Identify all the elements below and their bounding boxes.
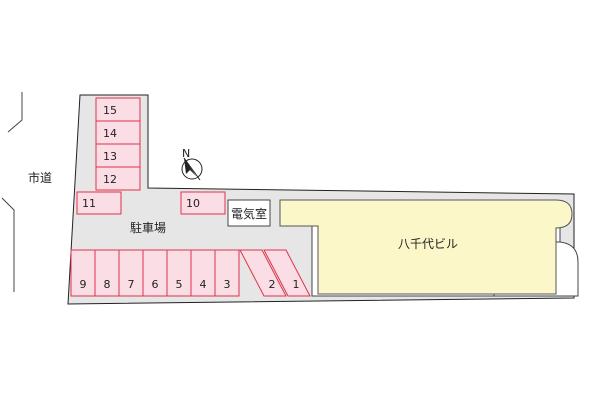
building-label: 八千代ビル <box>398 237 458 251</box>
parking-slot-7-label: 7 <box>128 278 135 291</box>
north-arrow-icon: N <box>181 147 203 181</box>
electric-room-label: 電気室 <box>231 206 267 221</box>
parking-slot-1-label: 1 <box>293 278 300 291</box>
north-label: N <box>182 147 190 160</box>
parking-slot-6-label: 6 <box>152 278 159 291</box>
parking-slot-8-label: 8 <box>104 278 111 291</box>
parking-slot-14-label: 14 <box>103 127 117 140</box>
parking-slot-2-label: 2 <box>269 278 276 291</box>
parking-slot-3 <box>214 249 240 297</box>
parking-slot-3-label: 3 <box>224 278 231 291</box>
building <box>279 199 573 295</box>
parking-slot-5-label: 5 <box>176 278 183 291</box>
parking-slot-4-label: 4 <box>200 278 207 291</box>
parking-label: 駐車場 <box>130 220 166 235</box>
parking-slot-15-label: 15 <box>103 104 117 117</box>
road-label: 市道 <box>28 170 52 185</box>
parking-slot-9-label: 9 <box>80 278 87 291</box>
parking-slot-4 <box>190 249 216 297</box>
parking-slot-12 <box>95 166 141 191</box>
parking-slot-11 <box>76 191 122 215</box>
parking-slot-11-label: 11 <box>82 197 96 210</box>
parking-slot-9 <box>70 249 96 297</box>
road-edge-top <box>7 92 23 133</box>
parking-slot-10-label: 10 <box>186 197 200 210</box>
parking-slot-7 <box>118 249 144 297</box>
electric-room <box>227 199 271 227</box>
parking-slot-1 <box>263 249 311 297</box>
parking-slot-12-label: 12 <box>103 173 117 186</box>
parking-slot-13-label: 13 <box>103 150 117 163</box>
parking-slot-5 <box>166 249 192 297</box>
road-edge-bottom <box>1 197 15 292</box>
parking-slot-8 <box>94 249 120 297</box>
parking-slot-10 <box>180 191 226 215</box>
parking-slot-2 <box>239 249 287 297</box>
